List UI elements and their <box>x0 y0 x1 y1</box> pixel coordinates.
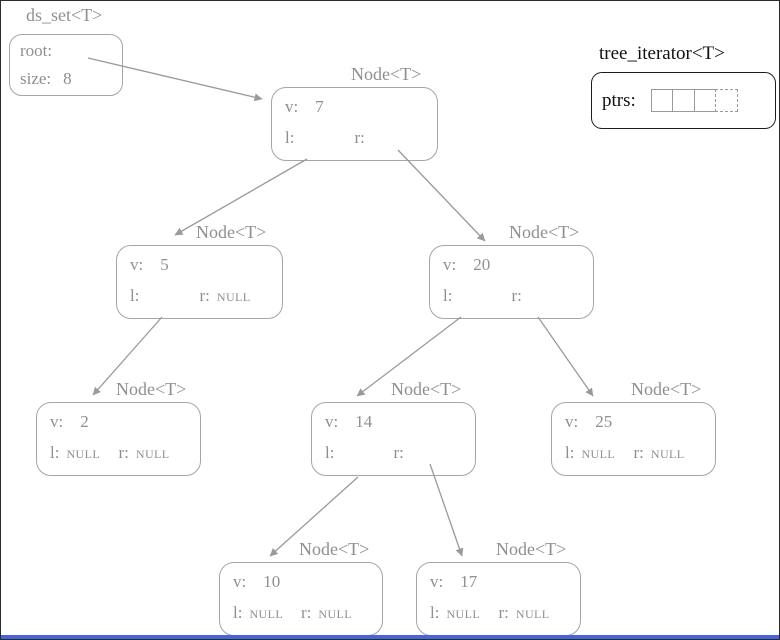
r-value: NULL <box>216 290 251 304</box>
node-7: Node<T> v: 7 l: r: <box>271 63 438 161</box>
v-label: v: <box>325 412 339 431</box>
tree-iterator-box: ptrs: <box>591 72 776 129</box>
l-label: l: <box>50 443 60 462</box>
l-label: l: <box>233 603 243 622</box>
ds-set-box: root: size: 8 <box>9 34 123 96</box>
ptr-cell <box>650 89 674 112</box>
root-row: root: <box>20 41 112 61</box>
v-value: 10 <box>263 572 281 591</box>
r-label: r: <box>633 443 644 462</box>
v-label: v: <box>443 255 457 274</box>
l-label: l: <box>565 443 575 462</box>
node-5: Node<T> v: 5 l: r: NULL <box>116 221 283 319</box>
node-box: v: 14 l: r: <box>311 402 476 476</box>
l-value: NULL <box>66 447 101 461</box>
r-label: r: <box>118 443 129 462</box>
r-label: r: <box>301 603 312 622</box>
l-label: l: <box>443 286 453 305</box>
ptrs-array <box>650 89 739 112</box>
node-box: v: 20 l: r: <box>429 245 594 319</box>
node-box: v: 5 l: r: NULL <box>116 245 283 319</box>
ptr-cell <box>672 89 696 112</box>
r-value: NULL <box>318 607 352 621</box>
r-value: NULL <box>135 447 170 461</box>
v-value: 5 <box>160 255 169 274</box>
l-value: NULL <box>249 607 284 621</box>
ds-set-title: ds_set<T> <box>26 5 103 25</box>
root-label: root: <box>20 41 53 60</box>
tree-iterator-title: tree_iterator<T> <box>599 43 725 64</box>
node-box: v: 25 l: NULL r: NULL <box>551 402 716 476</box>
node-box: v: 7 l: r: <box>271 87 438 161</box>
size-row: size: 8 <box>20 69 112 89</box>
r-label: r: <box>511 286 522 305</box>
node-title: Node<T> <box>391 379 462 399</box>
v-label: v: <box>50 412 64 431</box>
v-value: 14 <box>355 412 373 431</box>
node-10: Node<T> v: 10 l: NULL r: NULL <box>219 538 383 636</box>
r-value: NULL <box>515 607 550 621</box>
node-25: Node<T> v: 25 l: NULL r: NULL <box>551 378 716 476</box>
node-14: Node<T> v: 14 l: r: <box>311 378 476 476</box>
node-title: Node<T> <box>496 539 567 559</box>
v-label: v: <box>565 412 579 431</box>
node-title: Node<T> <box>196 222 267 242</box>
size-label: size: <box>20 69 52 88</box>
v-label: v: <box>233 572 247 591</box>
node-20: Node<T> v: 20 l: r: <box>429 221 594 319</box>
r-label: r: <box>498 603 509 622</box>
v-label: v: <box>430 572 444 591</box>
l-value: NULL <box>446 607 481 621</box>
v-label: v: <box>130 255 144 274</box>
node-title: Node<T> <box>631 379 702 399</box>
l-label: l: <box>130 286 140 305</box>
node-title: Node<T> <box>509 222 580 242</box>
l-label: l: <box>285 128 295 147</box>
v-label: v: <box>285 97 299 116</box>
ptr-cell-dashed <box>715 89 739 112</box>
node-box: v: 10 l: NULL r: NULL <box>219 562 383 636</box>
v-value: 17 <box>460 572 478 591</box>
node-title: Node<T> <box>351 64 422 84</box>
ptr-cell <box>693 89 717 112</box>
v-value: 25 <box>595 412 613 431</box>
l-label: l: <box>325 443 335 462</box>
v-value: 20 <box>473 255 491 274</box>
node-17: Node<T> v: 17 l: NULL r: NULL <box>416 538 581 636</box>
v-value: 2 <box>80 412 89 431</box>
r-label: r: <box>199 286 210 305</box>
l-label: l: <box>430 603 440 622</box>
node-box: v: 17 l: NULL r: NULL <box>416 562 581 636</box>
bottom-edge-bar <box>1 635 779 639</box>
v-value: 7 <box>315 97 324 116</box>
r-label: r: <box>393 443 404 462</box>
node-box: v: 2 l: NULL r: NULL <box>36 402 201 476</box>
ptrs-label: ptrs: <box>602 89 636 111</box>
l-value: NULL <box>581 447 616 461</box>
r-label: r: <box>354 128 365 147</box>
node-title: Node<T> <box>299 539 370 559</box>
size-value: 8 <box>63 69 72 88</box>
node-title: Node<T> <box>116 379 187 399</box>
node-2: Node<T> v: 2 l: NULL r: NULL <box>36 378 201 476</box>
r-value: NULL <box>650 447 685 461</box>
